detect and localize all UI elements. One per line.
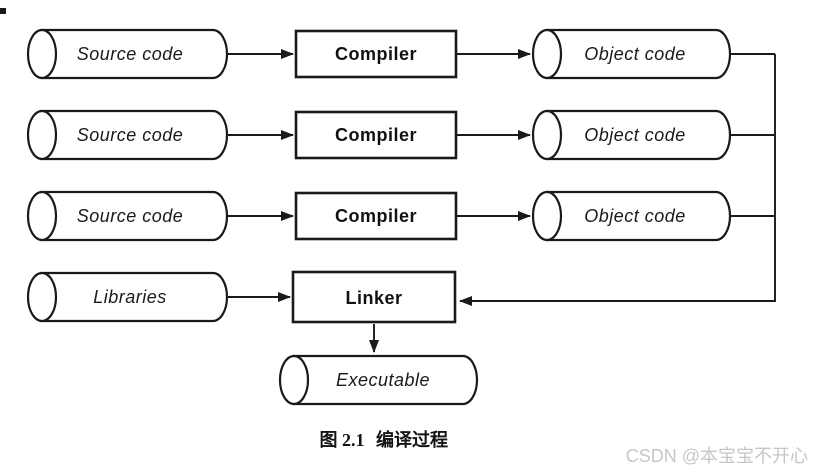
compiler-label-3: Compiler	[335, 206, 417, 226]
source-code-label-3: Source code	[77, 206, 184, 226]
arrow-objects-rail-to-linker	[459, 54, 776, 306]
row-4: Libraries Linker	[26, 270, 457, 324]
source-code-cylinder-3	[40, 190, 229, 242]
linker-label: Linker	[345, 288, 402, 308]
executable-cylinder-cap	[278, 354, 310, 406]
source-code-label-1: Source code	[77, 44, 184, 64]
figure-caption: 图 2.1 编译过程	[320, 429, 449, 450]
executable-cylinder	[292, 354, 479, 406]
object-code-cylinder-1-cap	[531, 28, 563, 80]
source-code-label-2: Source code	[77, 125, 184, 145]
figure-caption-number: 图 2.1	[320, 430, 365, 450]
executable-node: Executable	[278, 354, 479, 406]
object-code-cylinder-3-cap	[531, 190, 563, 242]
source-code-cylinder-1	[40, 28, 229, 80]
object-code-cylinder-2	[545, 109, 732, 161]
compiler-label-1: Compiler	[335, 44, 417, 64]
source-code-cylinder-3-cap	[26, 190, 58, 242]
linker-box	[291, 270, 457, 324]
libraries-label: Libraries	[93, 287, 167, 307]
scan-artifact-mark	[0, 8, 6, 14]
object-code-cylinder-2-cap	[531, 109, 563, 161]
row-1: Source code Compiler Object code	[26, 28, 775, 80]
compiler-label-2: Compiler	[335, 125, 417, 145]
compiler-box-2	[294, 110, 458, 160]
libraries-cylinder-cap	[26, 271, 58, 323]
source-code-cylinder-2	[40, 109, 229, 161]
object-code-label-1: Object code	[584, 44, 686, 64]
object-code-cylinder-1	[545, 28, 732, 80]
row-3: Source code Compiler Object code	[26, 190, 775, 242]
object-code-label-3: Object code	[584, 206, 686, 226]
compiler-box-1	[294, 29, 458, 79]
executable-label: Executable	[336, 370, 430, 390]
object-code-label-2: Object code	[584, 125, 686, 145]
figure-caption-title: 编译过程	[376, 429, 448, 450]
source-code-cylinder-1-cap	[26, 28, 58, 80]
csdn-watermark: CSDN @本宝宝不开心	[625, 446, 808, 466]
object-code-cylinder-3	[545, 190, 732, 242]
source-code-cylinder-2-cap	[26, 109, 58, 161]
compiler-box-3	[294, 191, 458, 241]
row-2: Source code Compiler Object code	[26, 109, 775, 161]
libraries-cylinder	[40, 271, 229, 323]
